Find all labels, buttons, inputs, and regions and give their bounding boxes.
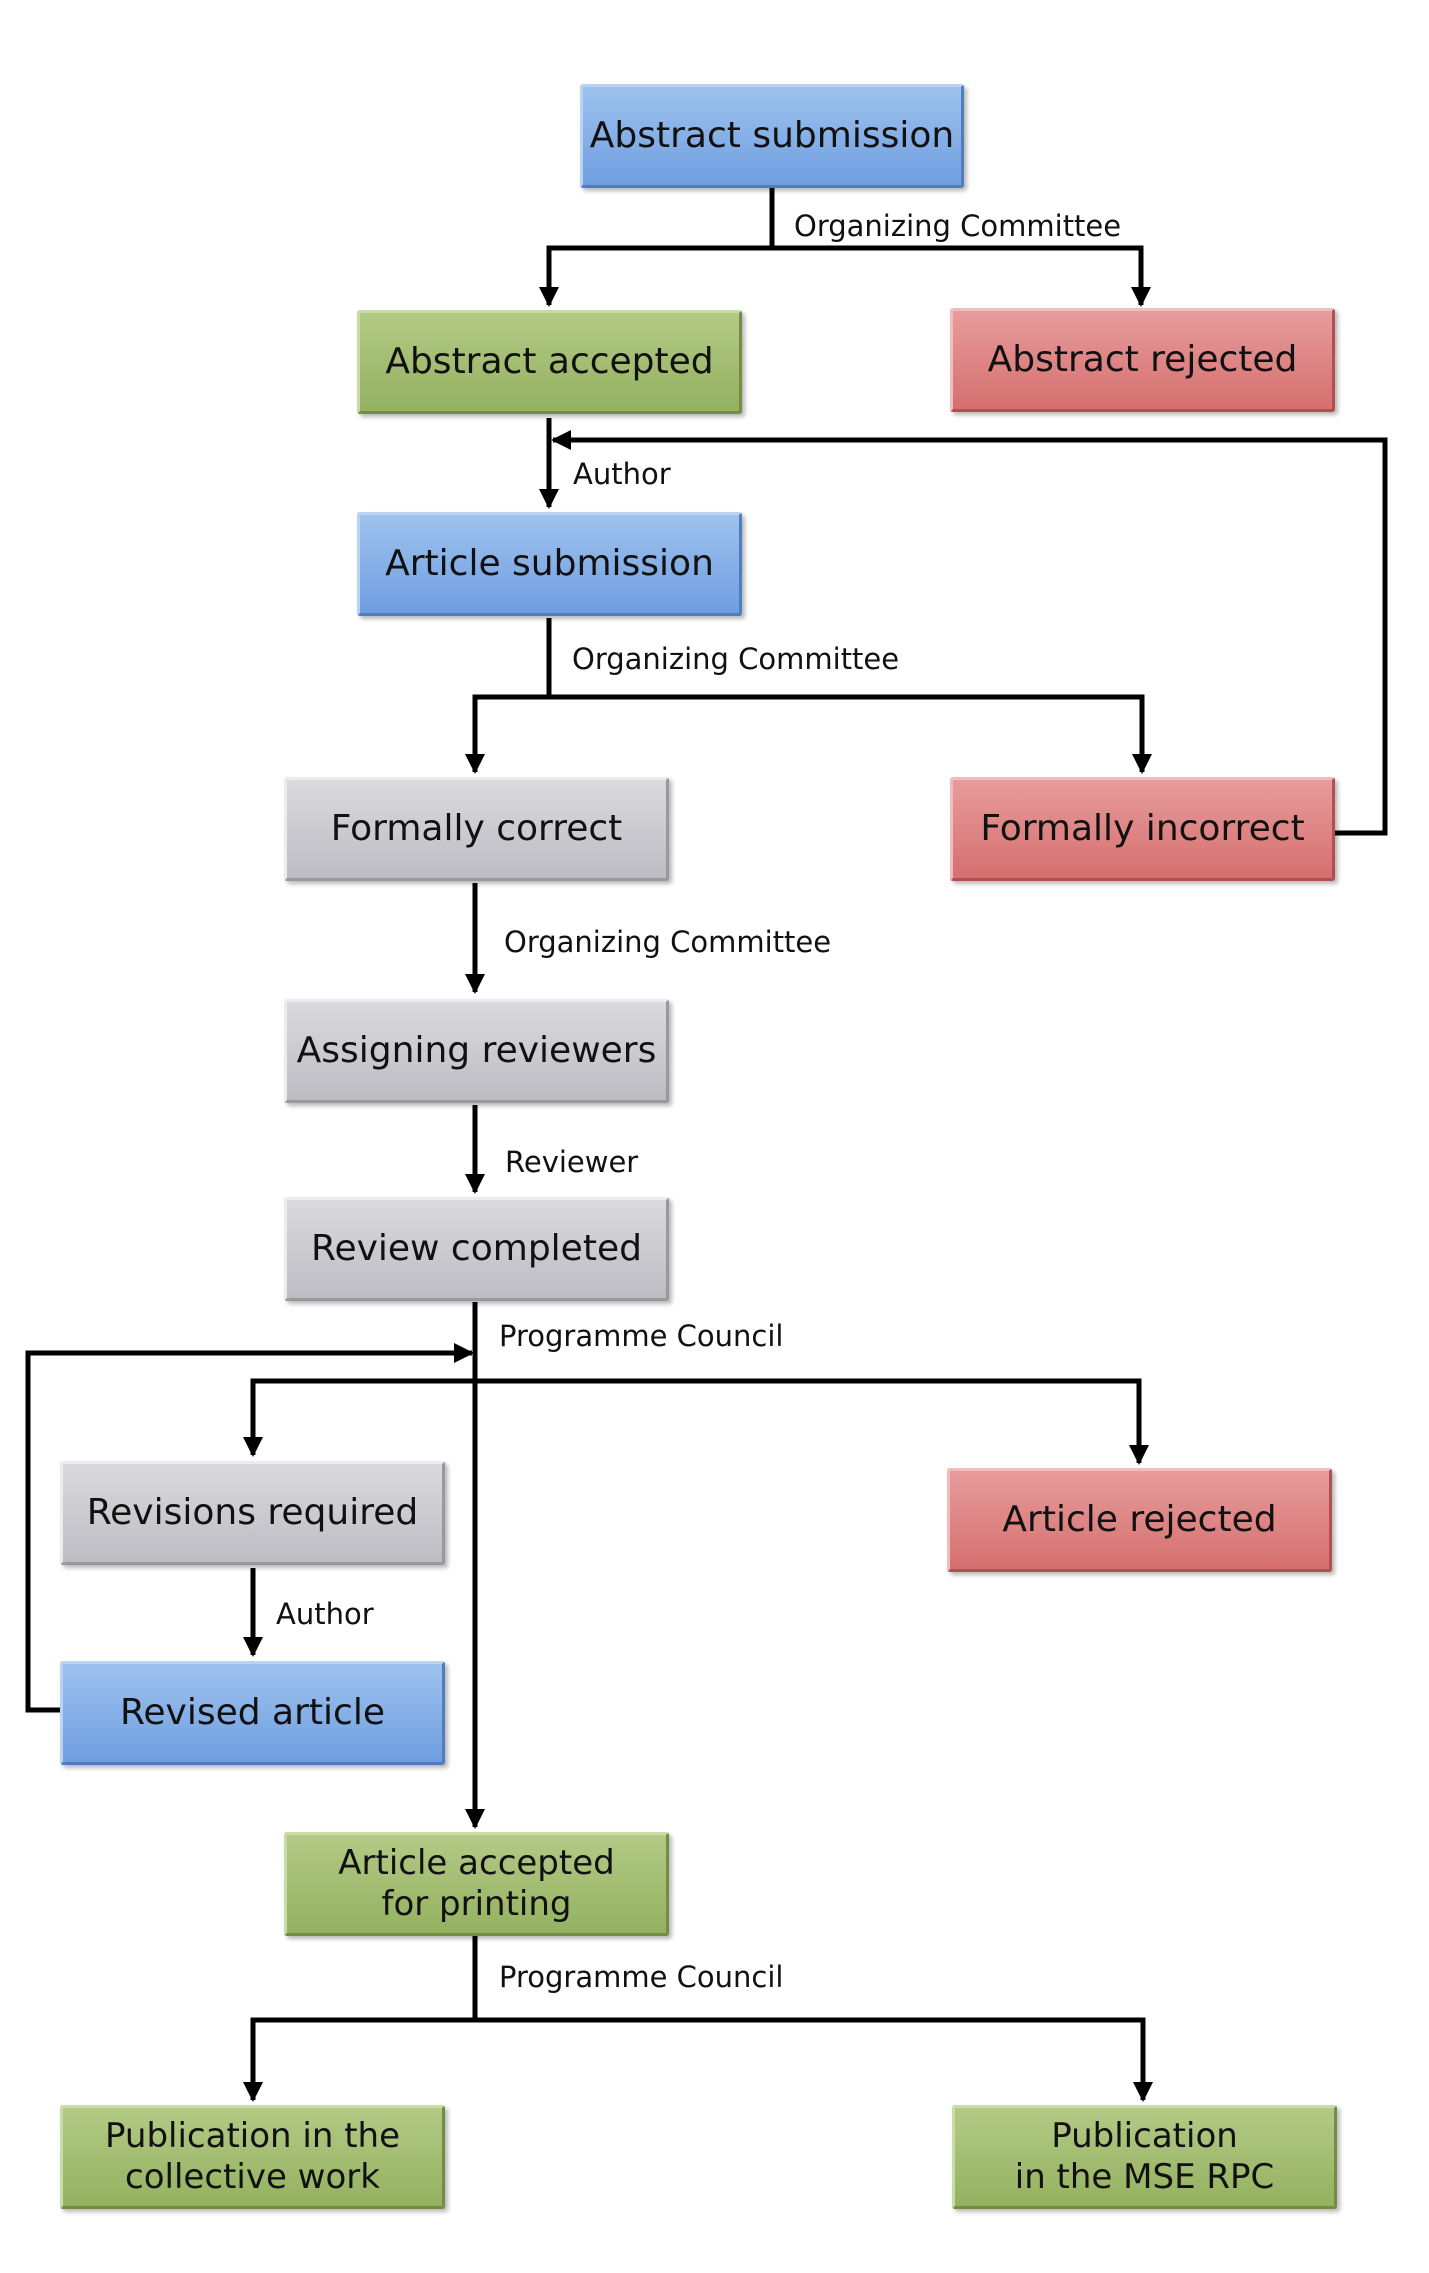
node-abstract-rejected: Abstract rejected	[950, 308, 1335, 412]
edge-to-abstract-rejected	[772, 245, 1151, 307]
edge-to-revisions-required	[243, 1378, 475, 1457]
edge-label-formal-check: Organizing Committee	[572, 642, 900, 676]
node-label-line-2: for printing	[381, 1884, 572, 1924]
edge-label-reviewer: Reviewer	[505, 1145, 639, 1179]
edge-to-article-rejected	[475, 1378, 1149, 1465]
node-revisions-required: Revisions required	[60, 1461, 445, 1565]
node-article-rejected: Article rejected	[947, 1468, 1332, 1572]
node-article-submission: Article submission	[357, 512, 742, 616]
edge-to-formally-correct	[465, 694, 549, 774]
node-label-line-1: Publication	[1051, 2116, 1238, 2157]
node-label-line-2: in the MSE RPC	[1014, 2157, 1275, 2197]
edge-label-author-revise: Author	[276, 1597, 374, 1631]
edge-label-assign-reviewers: Organizing Committee	[504, 925, 832, 959]
node-label: Article submission	[385, 543, 714, 585]
node-article-accepted-for-printing: Article accepted for printing	[284, 1832, 669, 1936]
node-label: Formally incorrect	[980, 808, 1305, 850]
node-label-line-1: Article accepted	[338, 1843, 615, 1884]
node-publication-collective-work: Publication in the collective work	[60, 2105, 445, 2209]
edge-revised-article-loop	[25, 1343, 474, 1713]
node-label-line-1: Publication in the	[105, 2116, 400, 2157]
node-label: Assigning reviewers	[296, 1030, 657, 1072]
node-publication-mse-rpc: Publication in the MSE RPC	[952, 2105, 1337, 2209]
node-label: Article rejected	[1002, 1499, 1277, 1541]
edge-to-formally-incorrect	[549, 694, 1152, 774]
node-label: Abstract accepted	[385, 341, 714, 383]
node-review-completed: Review completed	[284, 1197, 669, 1301]
node-label: Revisions required	[86, 1492, 419, 1534]
node-label: Review completed	[311, 1228, 642, 1270]
node-formally-correct: Formally correct	[284, 777, 669, 881]
node-label-line-2: collective work	[125, 2157, 380, 2197]
node-label: Abstract submission	[589, 115, 955, 157]
node-label: Formally correct	[330, 808, 623, 850]
edge-label-council-publication: Programme Council	[499, 1960, 784, 1994]
node-formally-incorrect: Formally incorrect	[950, 777, 1335, 881]
edge-to-publication-collective	[243, 2017, 475, 2102]
edge-to-publication-mse	[475, 2017, 1153, 2102]
node-label: Revised article	[120, 1692, 385, 1734]
edge-label-council-decision: Programme Council	[499, 1319, 784, 1353]
edge-label-author-submit: Author	[573, 457, 671, 491]
node-label: Abstract rejected	[987, 339, 1298, 381]
edge-label-abstract-review: Organizing Committee	[794, 209, 1122, 243]
edge-to-abstract-accepted	[539, 245, 772, 307]
node-abstract-submission: Abstract submission	[580, 84, 964, 188]
node-revised-article: Revised article	[60, 1661, 445, 1765]
edge-formally-incorrect-loop	[551, 430, 1388, 836]
node-assigning-reviewers: Assigning reviewers	[284, 999, 669, 1103]
node-abstract-accepted: Abstract accepted	[357, 310, 742, 414]
